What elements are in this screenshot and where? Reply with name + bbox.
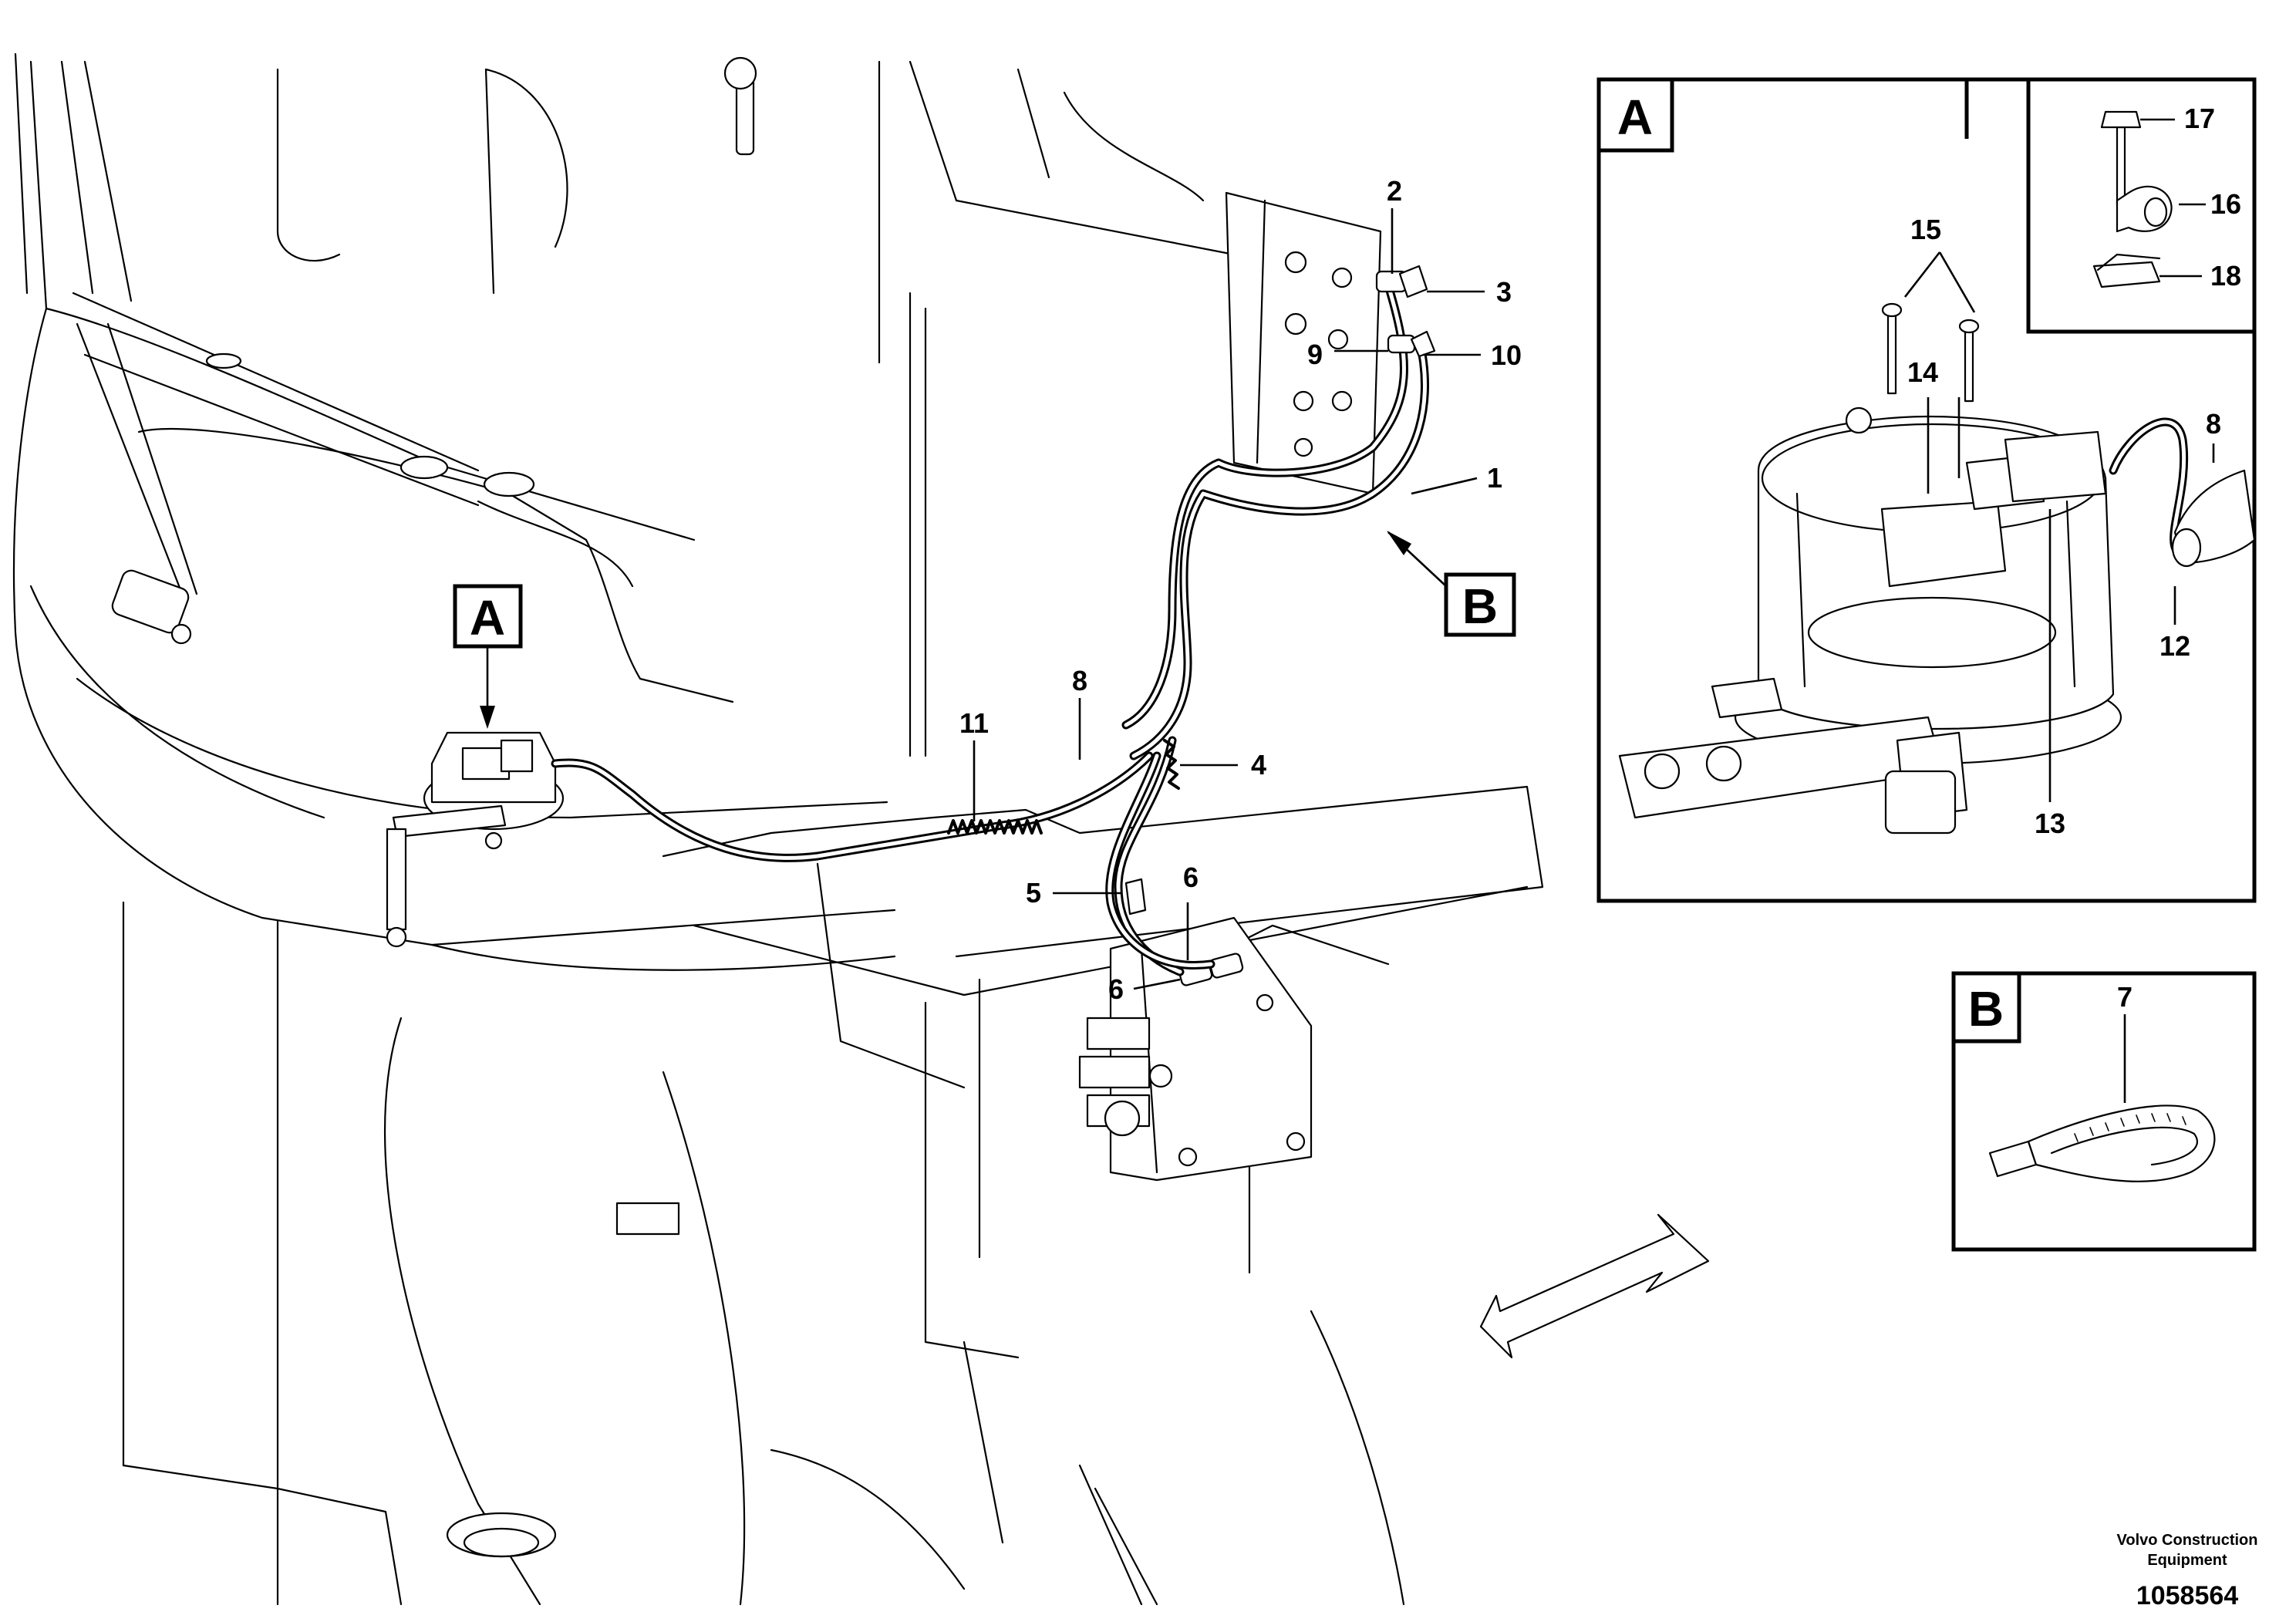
callout-12: 12 xyxy=(2159,630,2190,662)
view-label-a-main-text: A xyxy=(470,590,505,646)
callout-leaders xyxy=(973,118,2215,1103)
detail-a xyxy=(1596,77,2257,903)
view-label-a-detail: A xyxy=(1617,89,1653,145)
callout-11: 11 xyxy=(959,707,989,739)
callout-15: 15 xyxy=(1910,214,1941,245)
valve-block xyxy=(1078,916,1313,1182)
callout-5: 5 xyxy=(1026,877,1041,909)
callout-10: 10 xyxy=(1491,339,1522,371)
view-label-a-main: A xyxy=(453,584,523,729)
callout-14: 14 xyxy=(1907,356,1938,388)
cable-tie xyxy=(1988,1104,2216,1182)
drawing-number: 1058564 xyxy=(2136,1581,2238,1610)
callout-13: 13 xyxy=(2035,808,2065,839)
angle-sensor-assembly xyxy=(386,731,565,948)
maker-line-2: Equipment xyxy=(2147,1552,2227,1569)
callout-4: 4 xyxy=(1251,749,1266,781)
callout-8-detail: 8 xyxy=(2206,408,2221,440)
callout-6-lower: 6 xyxy=(1108,973,1124,1005)
callout-18: 18 xyxy=(2210,260,2241,292)
callout-9: 9 xyxy=(1307,339,1323,370)
maker-line-1: Volvo Construction xyxy=(2117,1532,2258,1549)
view-label-b-main: B xyxy=(1387,531,1516,637)
callout-2: 2 xyxy=(1387,175,1402,207)
callout-6-upper: 6 xyxy=(1183,862,1199,893)
callout-1: 1 xyxy=(1487,462,1502,494)
callout-8-main: 8 xyxy=(1072,665,1087,696)
callout-16: 16 xyxy=(2210,188,2241,220)
detail-a-clip xyxy=(2092,110,2173,288)
view-label-b-main-text: B xyxy=(1462,578,1498,634)
detail-a-sensor xyxy=(1618,302,2256,835)
callout-7: 7 xyxy=(2117,981,2132,1013)
direction-arrow-icon xyxy=(1479,1213,1710,1359)
mounting-plate xyxy=(1225,191,1382,495)
hose-routing xyxy=(551,265,1436,976)
detail-b xyxy=(1951,971,2257,1252)
view-label-b-detail: B xyxy=(1968,981,2004,1037)
callout-17: 17 xyxy=(2184,103,2215,134)
callout-3: 3 xyxy=(1496,276,1512,308)
